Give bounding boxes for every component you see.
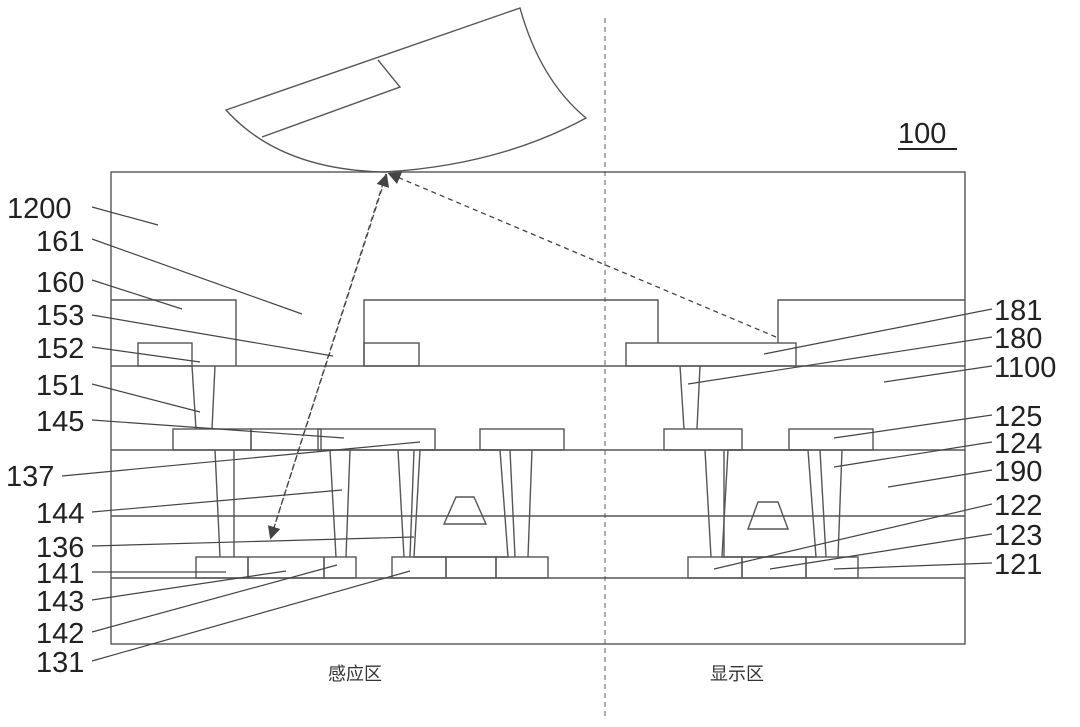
light-path-sensor-back [270,173,390,538]
lower-vias [214,449,843,558]
label-181: 181 [994,295,1042,327]
label-144: 144 [36,498,84,530]
label-142: 142 [36,618,84,650]
top-electrodes [137,342,797,367]
light-path-reflected [387,172,777,338]
finger-shape [224,7,588,173]
region-sensing-label: 感应区 [328,664,382,685]
label-145: 145 [36,406,84,438]
figure-id-label: 100 [898,118,946,150]
label-1200: 1200 [7,193,72,225]
label-121: 121 [994,549,1042,581]
label-161: 161 [36,226,84,258]
device-frame [110,171,966,645]
leader-lines-left [61,206,421,662]
label-136: 136 [36,532,84,564]
bank-structures [111,299,965,366]
bottom-pads [195,556,859,579]
label-1100: 1100 [994,352,1056,384]
mid-pads [172,428,874,451]
label-123: 123 [994,520,1042,552]
label-180: 180 [994,323,1042,355]
label-137: 137 [6,461,54,493]
label-125: 125 [994,401,1042,433]
label-141: 141 [36,558,84,590]
label-143: 143 [36,586,84,618]
label-190: 190 [994,456,1042,488]
region-display-label: 显示区 [710,664,764,685]
label-151: 151 [36,370,84,402]
label-153: 153 [36,300,84,332]
label-122: 122 [994,490,1042,522]
label-152: 152 [36,333,84,365]
label-124: 124 [994,428,1042,460]
leader-lines-right [687,308,993,570]
label-131: 131 [36,647,84,679]
upper-vias [191,365,701,430]
label-160: 160 [36,267,84,299]
tft-bodies [413,449,817,558]
